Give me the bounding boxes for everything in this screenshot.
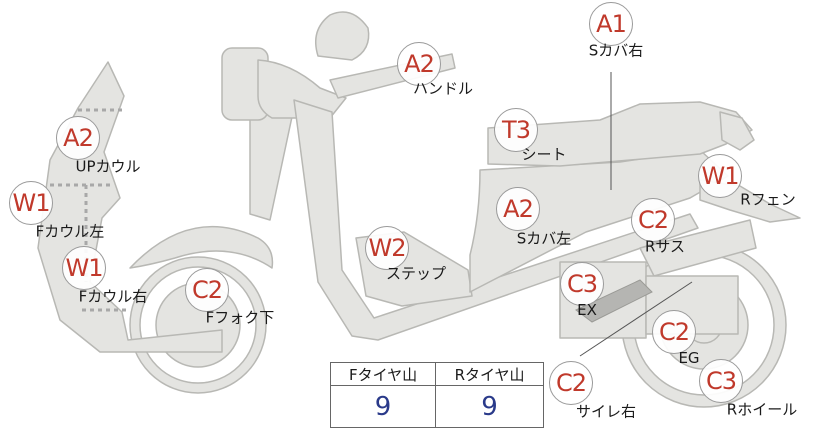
- part-r-fender: Rフェン: [740, 190, 796, 209]
- rear-tire-value: 9: [435, 385, 544, 428]
- grade-eg: C2: [652, 310, 696, 354]
- rear-tire-header: Rタイヤ山: [435, 361, 544, 387]
- part-s-cover-right: Sカバ右: [588, 41, 644, 60]
- grade-r-wheel: C3: [699, 359, 743, 403]
- mirror: [315, 11, 370, 61]
- part-handle: ハンドル: [412, 79, 474, 98]
- exhaust-pipe: [575, 279, 653, 323]
- leader-muffler-right: [579, 281, 693, 357]
- grade-step: W2: [365, 226, 409, 270]
- grade-f-cowl-right: W1: [62, 246, 106, 290]
- part-muffler-right: サイレ右: [575, 402, 637, 421]
- grade-ex: C3: [560, 262, 604, 306]
- part-eg: EG: [678, 349, 700, 367]
- grade-s-cover-left: A2: [496, 187, 540, 231]
- grade-s-cover-right: A1: [589, 2, 633, 46]
- seat: [487, 101, 753, 167]
- handle-housing: [257, 59, 347, 119]
- part-f-cowl-left: Fカウル左: [35, 222, 105, 241]
- rear-suspension: [639, 219, 757, 277]
- part-f-cowl-right: Fカウル右: [78, 287, 148, 306]
- part-s-cover-left: Sカバ左: [516, 229, 572, 248]
- part-seat: シート: [521, 145, 567, 164]
- front-fender: [129, 226, 274, 269]
- part-step: ステップ: [385, 264, 447, 283]
- tire-tread-table: Fタイヤ山 Rタイヤ山 9 9: [329, 361, 544, 428]
- part-ex: EX: [577, 301, 597, 319]
- grade-muffler-right: C2: [549, 361, 593, 405]
- grade-handle: A2: [397, 42, 441, 86]
- grade-f-fork-lower: C2: [185, 268, 229, 312]
- frame-tube: [293, 99, 699, 341]
- grade-r-suspension: C2: [631, 198, 675, 242]
- front-tire-header: Fタイヤ山: [329, 361, 437, 387]
- part-f-fork-lower: Fフォク下: [205, 308, 275, 327]
- grade-seat: T3: [494, 108, 538, 152]
- grade-up-cowl: A2: [56, 116, 100, 160]
- grade-r-fender: W1: [698, 154, 742, 198]
- part-up-cowl: UPカウル: [75, 157, 141, 176]
- grade-f-cowl-left: W1: [9, 181, 53, 225]
- part-r-wheel: Rホイール: [726, 400, 798, 419]
- part-r-suspension: Rサス: [644, 237, 686, 256]
- front-tire-value: 9: [329, 385, 437, 428]
